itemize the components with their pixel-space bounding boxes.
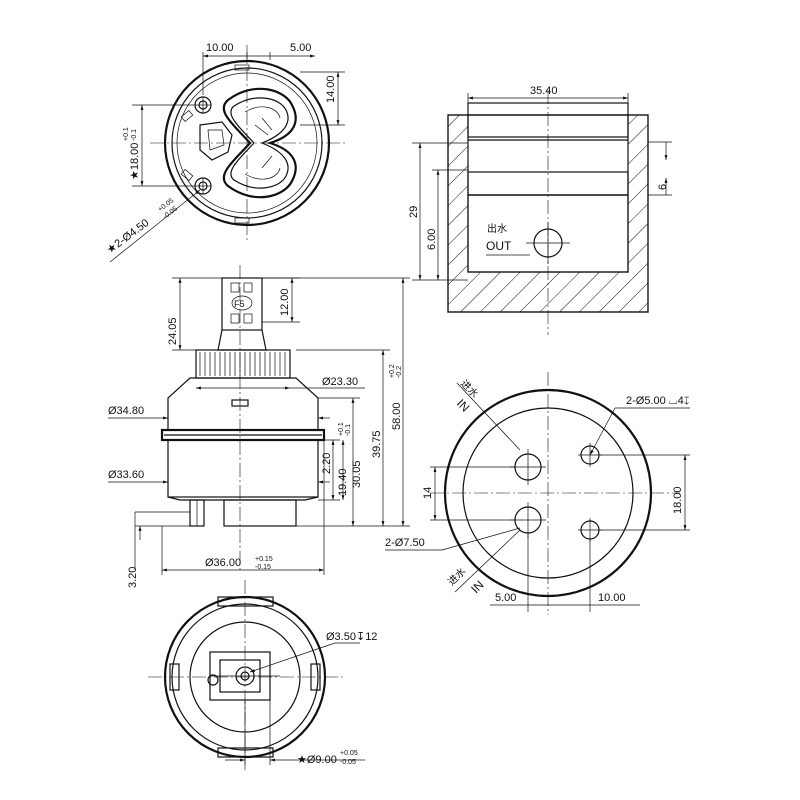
top-dim-14: 14.00 (325, 75, 337, 103)
section-width: 35.40 (530, 85, 558, 97)
outlet-label-en: OUT (486, 239, 512, 253)
star-mark: ★ (129, 170, 141, 180)
spacing-18: 18.00 (672, 486, 684, 514)
step-dim: 2.20 (321, 453, 333, 474)
small-holes-value: 2-Ø5.00 (626, 395, 666, 407)
bottom-pin-label: ★Ø9.00 (297, 754, 337, 766)
h1-dim: 19.40 (337, 468, 349, 496)
base-tol-up: +0.15 (255, 556, 273, 563)
bottom-hole-label: Ø3.50↧12 (326, 631, 377, 643)
bottom-hole-value: Ø3.50 (326, 631, 356, 643)
total-height: 58.00 (391, 402, 403, 430)
total-tol-up: +0.2 (389, 364, 396, 378)
bottom-pin-value: Ø9.00 (307, 754, 337, 766)
stem-mark: F5 (234, 299, 245, 309)
base-dia: Ø36.00 (205, 557, 241, 569)
inlet-top-en: IN (454, 396, 472, 414)
top-dim-18-tol-up: +0.1 (123, 127, 130, 141)
section-depth: 29 (408, 206, 420, 218)
inlet-bottom-en: IN (468, 578, 486, 596)
pin-height: 3.20 (127, 567, 139, 588)
top-view: 10.00 5.00 14.00 ★18.00 +0.1 -0.1 ★2-Ø4.… (105, 42, 345, 263)
bottom-view: Ø3.50↧12 ★Ø9.00 +0.05 -0.05 (148, 580, 377, 770)
top-dim-5: 5.00 (290, 42, 311, 54)
h2-dim: 30.05 (351, 460, 363, 488)
small-holes-depth: 4 (678, 395, 684, 407)
base-dia-value: Ø36.00 (205, 557, 241, 569)
spline-teeth (199, 352, 286, 376)
big-holes-label: 2-Ø7.50 (385, 537, 425, 549)
base-tol-down: -0.15 (255, 564, 271, 571)
inlet-bottom-cn: 进水 (446, 565, 469, 588)
bottom-pin-tol-up: +0.05 (340, 750, 358, 757)
top-pin-dia: ★2-Ø4.50 (105, 217, 152, 256)
h2-tol-down: -0.1 (345, 424, 352, 436)
bottom-pin-star: ★ (297, 754, 307, 766)
bottom-hole-depth: 12 (365, 631, 377, 643)
bottom-pin-tol-down: -0.05 (340, 759, 356, 766)
outlet-label-cn: 出水 (487, 222, 507, 235)
total-tol-down: -0.2 (396, 366, 403, 378)
spacing-14: 14 (422, 487, 434, 499)
outlet-height: 6.00 (426, 229, 438, 250)
section-offset: 6 (657, 184, 669, 190)
bottom-port-view: 2-Ø5.00 ⌴4↧ 2-Ø7.50 14 18.00 5.00 10.00 … (385, 372, 690, 615)
body-dia: Ø34.80 (108, 405, 144, 417)
section-view: 出水 OUT 35.40 29 6.00 6 (408, 85, 672, 335)
dim-left-5: 5.00 (495, 592, 516, 604)
side-view: F5 24.05 12.00 Ø23.30 Ø34.80 Ø33. (108, 265, 410, 588)
inlet-top-cn: 进水 (458, 378, 481, 401)
stem-upper: 12.00 (279, 288, 291, 316)
stem-height: 24.05 (167, 317, 179, 345)
top-dim-18-tol-down: -0.1 (131, 129, 138, 141)
small-holes-label: 2-Ø5.00 ⌴4↧ (626, 395, 689, 407)
top-dim-10: 10.00 (206, 42, 234, 54)
h3-dim: 39.75 (371, 430, 383, 458)
spline-dia: Ø23.30 (322, 376, 358, 388)
top-dim-18-value: 18.00 (129, 143, 141, 171)
h2-tol-up: +0.1 (338, 422, 345, 436)
top-dim-18: ★18.00 (129, 143, 141, 180)
dim-right-10: 10.00 (598, 592, 626, 604)
seal-dia: Ø33.60 (108, 469, 144, 481)
